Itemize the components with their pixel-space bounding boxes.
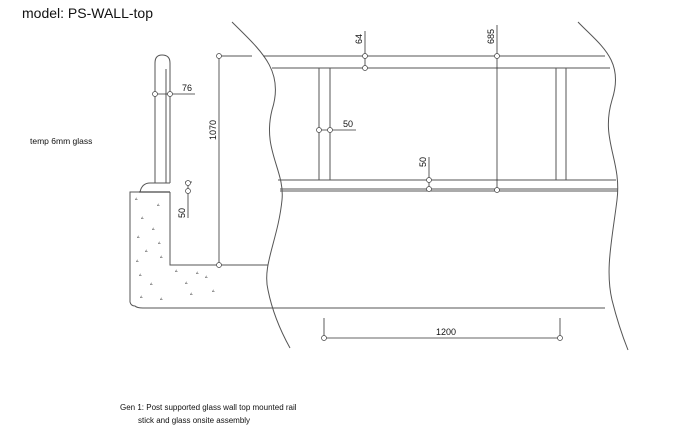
svg-text:▵: ▵ xyxy=(196,270,199,276)
svg-text:▵: ▵ xyxy=(145,248,148,254)
svg-text:▵: ▵ xyxy=(135,196,138,202)
svg-text:▵: ▵ xyxy=(160,296,163,302)
svg-text:▵: ▵ xyxy=(175,268,178,274)
svg-text:▵: ▵ xyxy=(152,226,155,232)
dim-post-width: 76 xyxy=(182,83,192,93)
svg-text:▵: ▵ xyxy=(137,234,140,240)
svg-text:▵: ▵ xyxy=(205,274,208,280)
post-section xyxy=(139,54,171,193)
dim-post-spacing: 1200 xyxy=(436,327,456,337)
dimensions: 76 1070 50 64 685 50 50 1200 xyxy=(152,25,563,341)
dim-baluster-width: 50 xyxy=(343,119,353,129)
dim-base-gap: 50 xyxy=(177,208,187,218)
svg-text:▵: ▵ xyxy=(139,272,142,278)
svg-text:▵: ▵ xyxy=(212,288,215,294)
note-line-2: stick and glass onsite assembly xyxy=(138,416,250,425)
dim-height-total: 1070 xyxy=(208,120,218,140)
dim-bottom-rail: 50 xyxy=(418,157,428,167)
svg-text:▵: ▵ xyxy=(185,280,188,286)
dim-glass-height: 685 xyxy=(486,29,496,44)
svg-text:▵: ▵ xyxy=(157,202,160,208)
svg-text:▵: ▵ xyxy=(190,291,193,297)
drawing-title: model: PS-WALL-top xyxy=(22,5,153,21)
elevation xyxy=(219,21,629,351)
note-line-1: Gen 1: Post supported glass wall top mou… xyxy=(120,403,297,412)
concrete-base: ▵▵▵ ▵▵▵ ▵▵▵ ▵▵▵ ▵▵▵ ▵▵▵▵ xyxy=(129,191,605,309)
svg-text:▵: ▵ xyxy=(141,215,144,221)
svg-text:▵: ▵ xyxy=(136,258,139,264)
glass-label: temp 6mm glass xyxy=(30,136,92,146)
svg-text:▵: ▵ xyxy=(140,294,143,300)
svg-text:▵: ▵ xyxy=(150,281,153,287)
dim-top-rail: 64 xyxy=(354,34,364,44)
svg-text:▵: ▵ xyxy=(160,254,163,260)
svg-text:▵: ▵ xyxy=(158,240,161,246)
